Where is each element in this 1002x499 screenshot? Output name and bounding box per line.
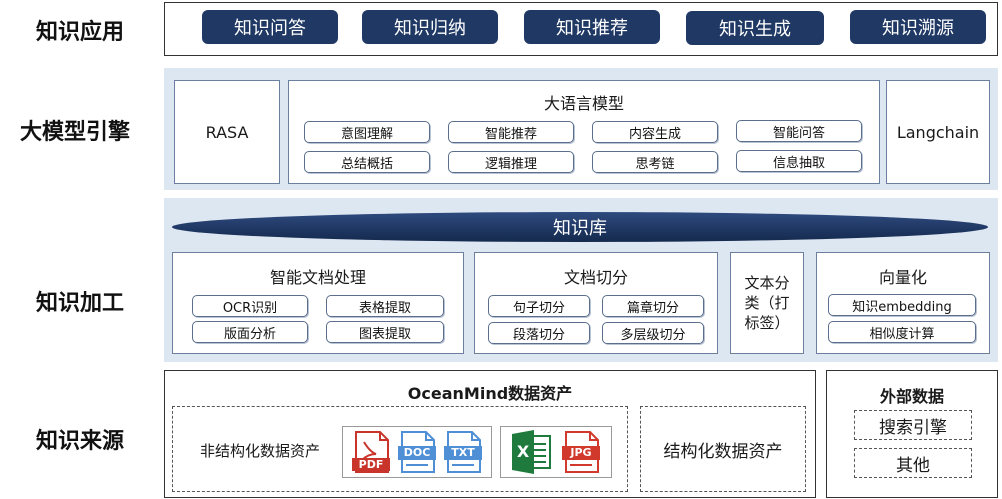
llm-item-summary: 总结概括 (304, 151, 430, 173)
vectorize-title: 向量化 (878, 268, 927, 287)
app-button-qa[interactable]: 知识问答 (202, 10, 338, 44)
pdf-file-icon: PDF (350, 430, 392, 474)
app-button-induction[interactable]: 知识归纳 (362, 10, 498, 44)
app-button-recommend[interactable]: 知识推荐 (524, 10, 660, 44)
doc-file-icon: DOC (396, 430, 438, 474)
oceanmind-asset-title: OceanMind数据资产 (407, 384, 573, 403)
llm-title: 大语言模型 (543, 94, 624, 113)
unstructured-label: 非结构化数据资产 (199, 441, 320, 460)
layer-label-engine: 大模型引擎 (20, 120, 131, 145)
excel-file-icon: X (510, 430, 552, 474)
split-item-multilevel: 多层级切分 (602, 322, 704, 344)
doc-split-title: 文档切分 (563, 268, 628, 287)
layer-label-application: 知识应用 (36, 20, 125, 45)
doc-item-chart: 图表提取 (326, 321, 444, 343)
split-item-sentence: 句子切分 (488, 295, 590, 317)
external-item-other: 其他 (854, 448, 972, 478)
external-data-title: 外部数据 (879, 387, 944, 406)
split-item-paragraph: 段落切分 (488, 322, 590, 344)
doc-item-ocr: OCR识别 (192, 295, 308, 317)
llm-item-chain: 思考链 (592, 151, 718, 173)
vector-item-embedding: 知识embedding (828, 294, 976, 316)
jpg-file-icon: JPG (560, 430, 602, 474)
llm-item-qa: 智能问答 (736, 120, 862, 142)
llm-item-intent: 意图理解 (304, 121, 430, 143)
rasa-box: RASA (174, 80, 280, 184)
app-button-generate[interactable]: 知识生成 (686, 11, 824, 45)
external-item-search-engine: 搜索引擎 (854, 410, 972, 440)
knowledge-base-bar: 知识库 (172, 212, 988, 242)
doc-item-table: 表格提取 (326, 295, 444, 317)
excel-file-label: X (516, 442, 530, 461)
pdf-file-label: PDF (358, 458, 384, 471)
structured-box: 结构化数据资产 (640, 406, 806, 492)
langchain-box: Langchain (886, 80, 990, 184)
llm-item-recommend: 智能推荐 (448, 121, 574, 143)
txt-file-icon: TXT (442, 430, 484, 474)
layer-label-processing: 知识加工 (36, 291, 125, 316)
llm-item-content: 内容生成 (592, 121, 718, 143)
layer-label-source: 知识来源 (36, 429, 125, 454)
llm-item-reasoning: 逻辑推理 (448, 151, 574, 173)
jpg-file-label: JPG (570, 446, 592, 459)
llm-item-extract: 信息抽取 (736, 150, 862, 172)
doc-processing-title: 智能文档处理 (269, 268, 366, 287)
doc-item-layout: 版面分析 (192, 321, 308, 343)
doc-file-label: DOC (403, 446, 431, 459)
text-classify-box: 文本分类（打标签） (730, 252, 804, 354)
vector-item-similarity: 相似度计算 (828, 321, 976, 343)
app-button-trace[interactable]: 知识溯源 (850, 10, 986, 44)
txt-file-label: TXT (451, 446, 475, 459)
split-item-chapter: 篇章切分 (602, 295, 704, 317)
